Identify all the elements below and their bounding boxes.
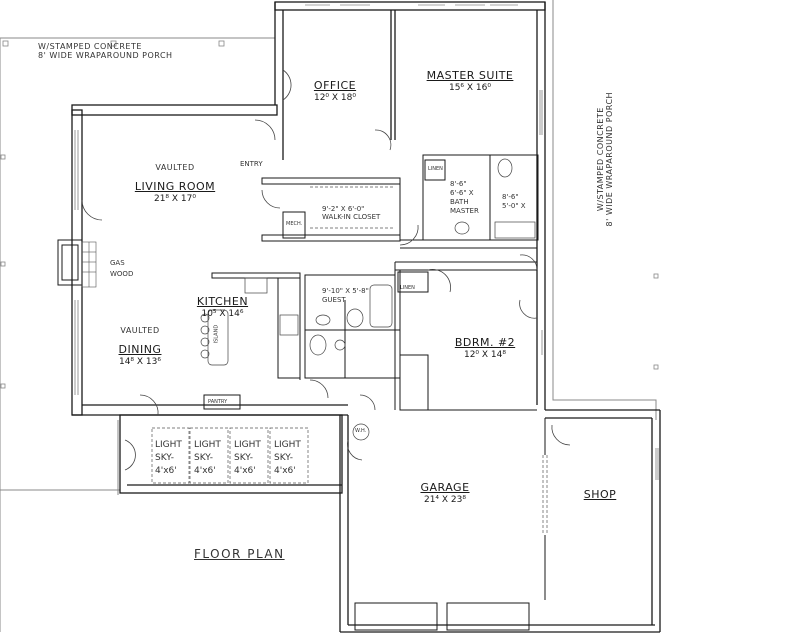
bath-name2: MASTER [450,207,479,215]
fixtures [200,158,536,441]
skylight-line3: 4'x6' [155,466,177,476]
room-dims: 14⁸ X 13⁶ [118,356,161,367]
skylight-line1: LIGHT [194,440,221,450]
room-name: OFFICE [313,79,357,92]
label-entry: ENTRY [240,160,263,168]
room-dims: 21⁴ X 23⁸ [423,494,466,505]
fireplace-gas: GAS [110,259,125,267]
label-master-linen: LINEN [428,166,443,172]
porch-note-line1: W/STAMPED CONCRETE [38,42,142,51]
skylight-4: LIGHT SKY- 4'x6' [274,439,301,478]
room-name: BDRM. #2 [454,336,516,349]
closet-dims: 9'-2" X 6'-0" [322,205,365,213]
room-dims: 10⁵ X 14⁶ [201,308,244,319]
porch-note-right: W/STAMPED CONCRETE 8' WIDE WRAPAROUND PO… [596,64,614,254]
skylight-line2: SKY- [194,453,213,463]
room-name: SHOP [583,488,617,501]
skylight-line3: 4'x6' [234,466,256,476]
skylight-line1: LIGHT [274,440,301,450]
guest-dims: 9'-10" X 5'-8" [322,287,369,295]
skylight-line1: LIGHT [234,440,261,450]
room-office: OFFICE 12⁰ X 18⁰ [300,79,370,103]
skylight-line2: SKY- [274,453,293,463]
wc-dim1: 8'-6" [502,193,519,201]
skylight-line1: LIGHT [155,440,182,450]
room-master-suite: MASTER SUITE 15⁶ X 16⁰ [420,69,520,93]
label-water-heater: W.H. [355,428,367,434]
porch-post-icons [0,40,659,389]
fireplace-wood: WOOD [110,270,134,278]
label-mech: MECH. [286,221,303,227]
door-swings [81,69,571,471]
guest-name: GUEST [322,296,346,304]
room-living-room: VAULTED LIVING ROOM 21⁸ X 17⁰ [125,163,225,204]
label-bath-master: 8'-6" 6'-6" X BATH MASTER [450,180,479,216]
room-name: LIVING ROOM [134,180,216,194]
closet-name: WALK-IN CLOSET [322,213,381,222]
room-name: GARAGE [420,481,470,494]
skylight-outlines [151,186,548,535]
interior-walls [57,150,546,631]
exterior-walls [71,1,661,633]
porch-note-line1: W/STAMPED CONCRETE [595,107,605,212]
bath-name1: BATH [450,198,469,206]
drawing-title: FLOOR PLAN [194,547,285,561]
label-fireplace: GAS WOOD [110,258,133,280]
window-hatching [74,4,659,480]
skylight-1: LIGHT SKY- 4'x6' [155,439,182,478]
label-walk-in-closet: 9'-2" X 6'-0" WALK-IN CLOSET [322,205,380,221]
room-dining: VAULTED DINING 14⁸ X 13⁶ [100,326,180,367]
bath-dim2: 6'-6" X [450,189,474,197]
label-island: ISLAND [213,324,220,344]
porch-note-line2: 8' WIDE WRAPAROUND PORCH [605,91,614,227]
room-name: DINING [118,343,162,357]
label-hall-linen: LINEN [400,285,415,291]
room-name: KITCHEN [196,295,249,308]
skylight-line3: 4'x6' [274,466,296,476]
room-dims: 12⁰ X 14⁸ [463,349,506,360]
room-name: MASTER SUITE [426,69,514,82]
label-master-wc: 8'-6" 5'-0" X [502,193,526,211]
room-garage: GARAGE 21⁴ X 23⁸ [405,481,485,505]
skylight-3: LIGHT SKY- 4'x6' [234,439,261,478]
bath-dim1: 8'-6" [450,180,467,188]
porch-note-line2: 8' WIDE WRAPAROUND PORCH [38,51,173,61]
label-pantry: PANTRY [208,399,228,405]
room-kitchen: KITCHEN 10⁵ X 14⁶ [190,295,255,319]
porch-note-top-left: W/STAMPED CONCRETE 8' WIDE WRAPAROUND PO… [38,42,173,60]
wc-dim2: 5'-0" X [502,202,526,210]
label-guest-bath: 9'-10" X 5'-8" GUEST [322,287,369,305]
room-note: VAULTED [155,163,195,172]
fireplace-hearth-grid [81,241,97,288]
room-dims: 12⁰ X 18⁰ [313,92,356,103]
skylight-line3: 4'x6' [194,466,216,476]
room-note: VAULTED [120,326,160,335]
room-dims: 21⁸ X 17⁰ [153,193,196,204]
skylight-line2: SKY- [234,453,253,463]
room-dims: 15⁶ X 16⁰ [448,82,491,93]
skylight-2: LIGHT SKY- 4'x6' [194,439,221,478]
room-bedroom-2: BDRM. #2 12⁰ X 14⁸ [450,336,520,360]
room-shop: SHOP [580,488,620,502]
skylight-line2: SKY- [155,453,174,463]
